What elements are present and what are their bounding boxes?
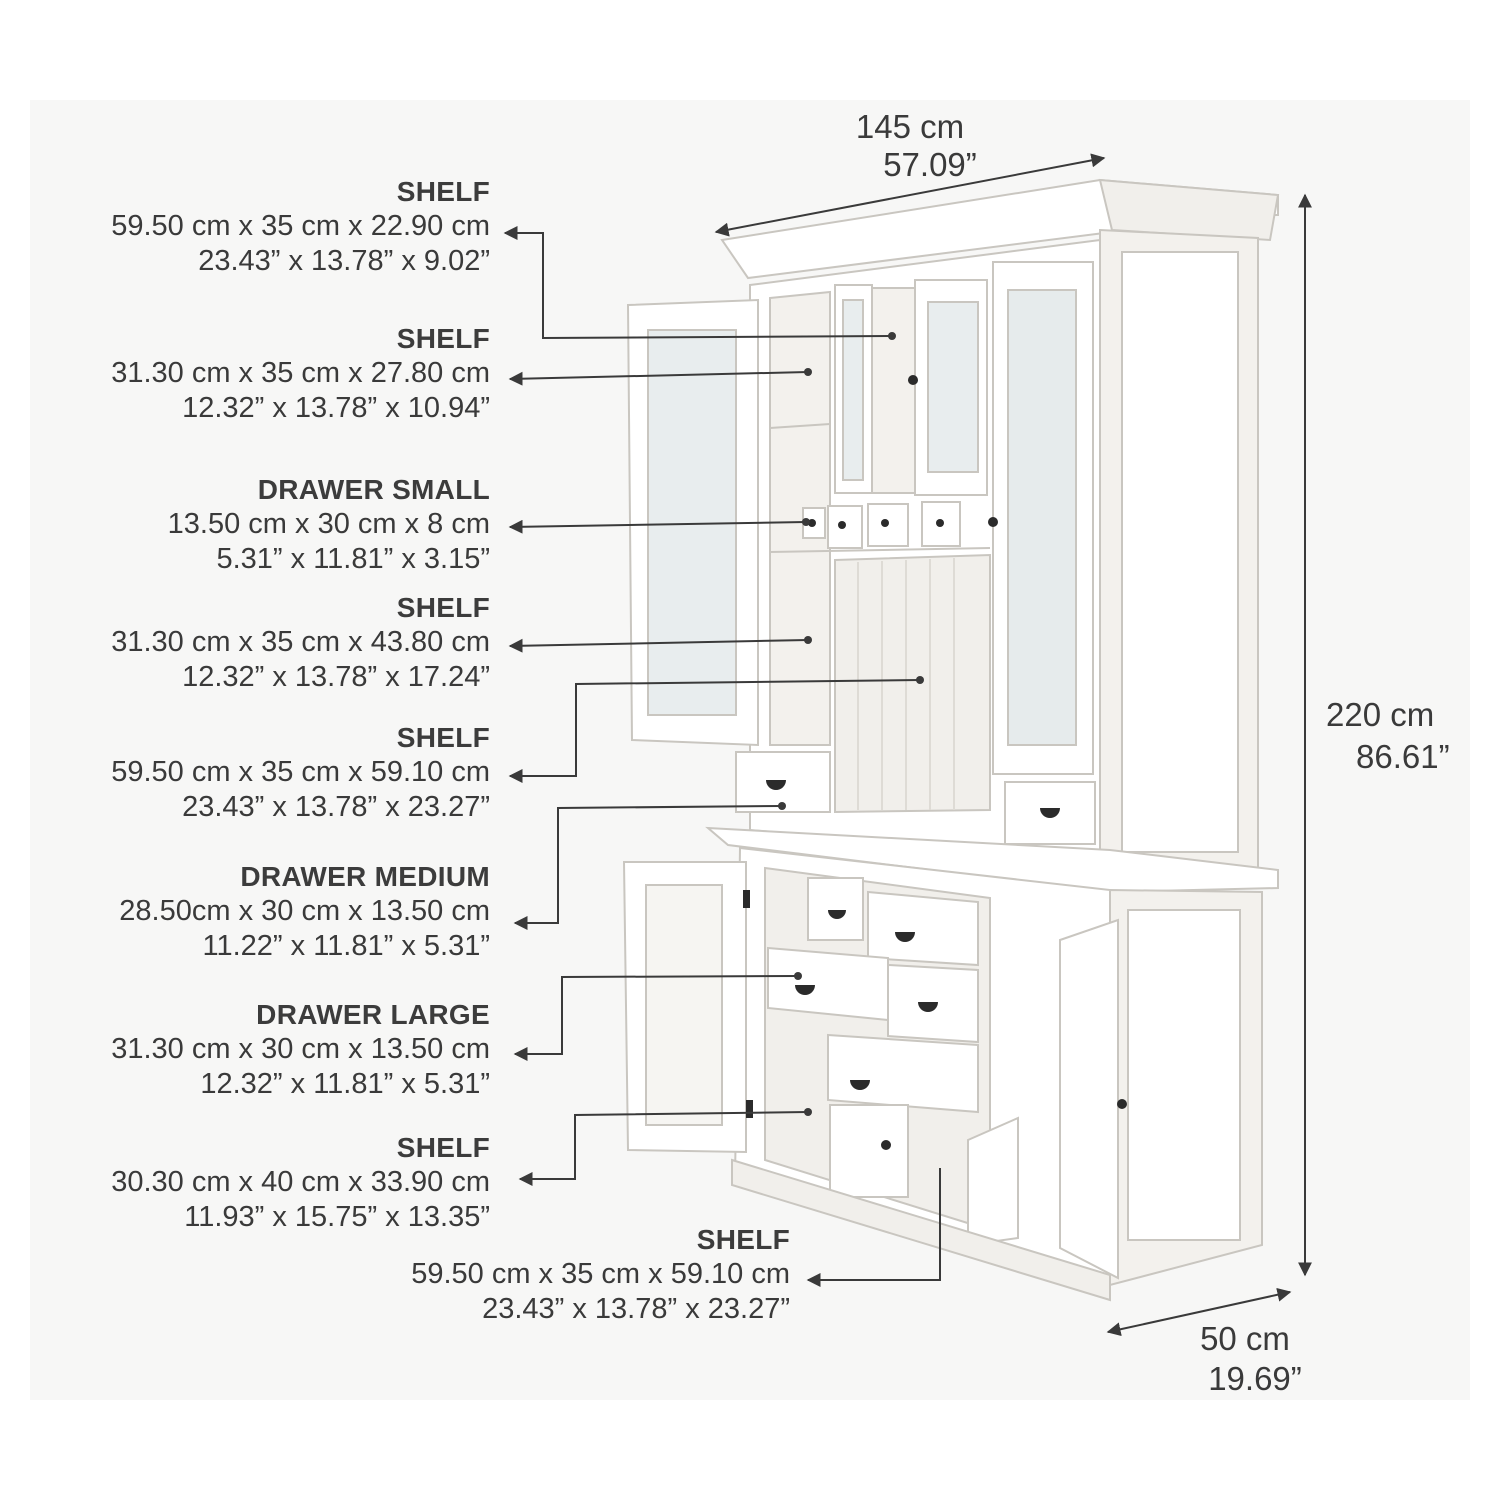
- callout-title: DRAWER SMALL: [257, 474, 490, 505]
- callout-metric: 59.50 cm x 35 cm x 22.90 cm: [111, 210, 490, 242]
- callout-metric: 31.30 cm x 35 cm x 43.80 cm: [111, 626, 490, 658]
- callout-metric: 13.50 cm x 30 cm x 8 cm: [167, 508, 490, 540]
- callout-drawer-medium: DRAWER MEDIUM 28.50cm x 30 cm x 13.50 cm…: [119, 863, 490, 961]
- callout-metric: 31.30 cm x 30 cm x 13.50 cm: [111, 1033, 490, 1065]
- height-in-label: 86.61”: [1356, 738, 1450, 775]
- lower-base: [622, 826, 1279, 1302]
- callout-drawer-small: DRAWER SMALL 13.50 cm x 30 cm x 8 cm 5.3…: [168, 476, 490, 574]
- width-cm-label: 145 cm: [855, 108, 965, 145]
- callout-shelf-center-niche: SHELF 59.50 cm x 35 cm x 59.10 cm 23.43”…: [111, 724, 490, 822]
- callout-imperial: 11.93” x 15.75” x 13.35”: [184, 1201, 490, 1233]
- callout-shelf-base-left: SHELF 30.30 cm x 40 cm x 33.90 cm 11.93”…: [111, 1134, 490, 1232]
- callout-imperial: 5.31” x 11.81” x 3.15”: [216, 543, 490, 575]
- callout-title: DRAWER LARGE: [256, 999, 490, 1030]
- callout-imperial: 23.43” x 13.78” x 9.02”: [198, 245, 490, 277]
- callout-metric: 31.30 cm x 35 cm x 27.80 cm: [111, 357, 490, 389]
- leader-dots: [778, 332, 924, 1116]
- width-in-label: 57.09”: [883, 146, 977, 183]
- callout-leaders: [503, 226, 941, 1287]
- callout-imperial: 12.32” x 13.78” x 10.94”: [182, 392, 490, 424]
- callout-imperial: 12.32” x 11.81” x 5.31”: [200, 1068, 490, 1100]
- base-knobs: [743, 890, 1127, 1150]
- callout-metric: 59.50 cm x 35 cm x 59.10 cm: [411, 1258, 790, 1290]
- callout-title: SHELF: [396, 176, 490, 207]
- callout-title: SHELF: [396, 1132, 490, 1163]
- callout-imperial: 11.22” x 11.81” x 5.31”: [202, 930, 490, 962]
- callout-imperial: 23.43” x 13.78” x 23.27”: [182, 791, 490, 823]
- callout-metric: 59.50 cm x 35 cm x 59.10 cm: [111, 756, 490, 788]
- callout-title: SHELF: [396, 722, 490, 753]
- callout-imperial: 12.32” x 13.78” x 17.24”: [182, 661, 490, 693]
- callout-imperial: 23.43” x 13.78” x 23.27”: [482, 1293, 790, 1325]
- upper-hutch: [626, 178, 1280, 870]
- depth-cm-label: 50 cm: [1200, 1320, 1290, 1357]
- callout-shelf-top: SHELF 59.50 cm x 35 cm x 22.90 cm 23.43”…: [111, 178, 490, 276]
- callout-title: DRAWER MEDIUM: [240, 861, 490, 892]
- callout-shelf-left-upper: SHELF 31.30 cm x 35 cm x 27.80 cm 12.32”…: [111, 325, 490, 423]
- callout-drawer-large: DRAWER LARGE 31.30 cm x 30 cm x 13.50 cm…: [111, 1001, 490, 1099]
- height-cm-label: 220 cm: [1326, 696, 1435, 733]
- callout-shelf-base-center: SHELF 59.50 cm x 35 cm x 59.10 cm 23.43”…: [411, 1226, 790, 1324]
- hutch-knobs: [766, 375, 1060, 818]
- callout-title: SHELF: [396, 323, 490, 354]
- callout-shelf-left-middle: SHELF 31.30 cm x 35 cm x 43.80 cm 12.32”…: [111, 594, 490, 692]
- callout-metric: 28.50cm x 30 cm x 13.50 cm: [119, 895, 490, 927]
- callout-title: SHELF: [396, 592, 490, 623]
- callout-metric: 30.30 cm x 40 cm x 33.90 cm: [111, 1166, 490, 1198]
- callout-title: SHELF: [696, 1224, 790, 1255]
- depth-in-label: 19.69”: [1208, 1360, 1302, 1397]
- dimension-lines: [714, 153, 1312, 1337]
